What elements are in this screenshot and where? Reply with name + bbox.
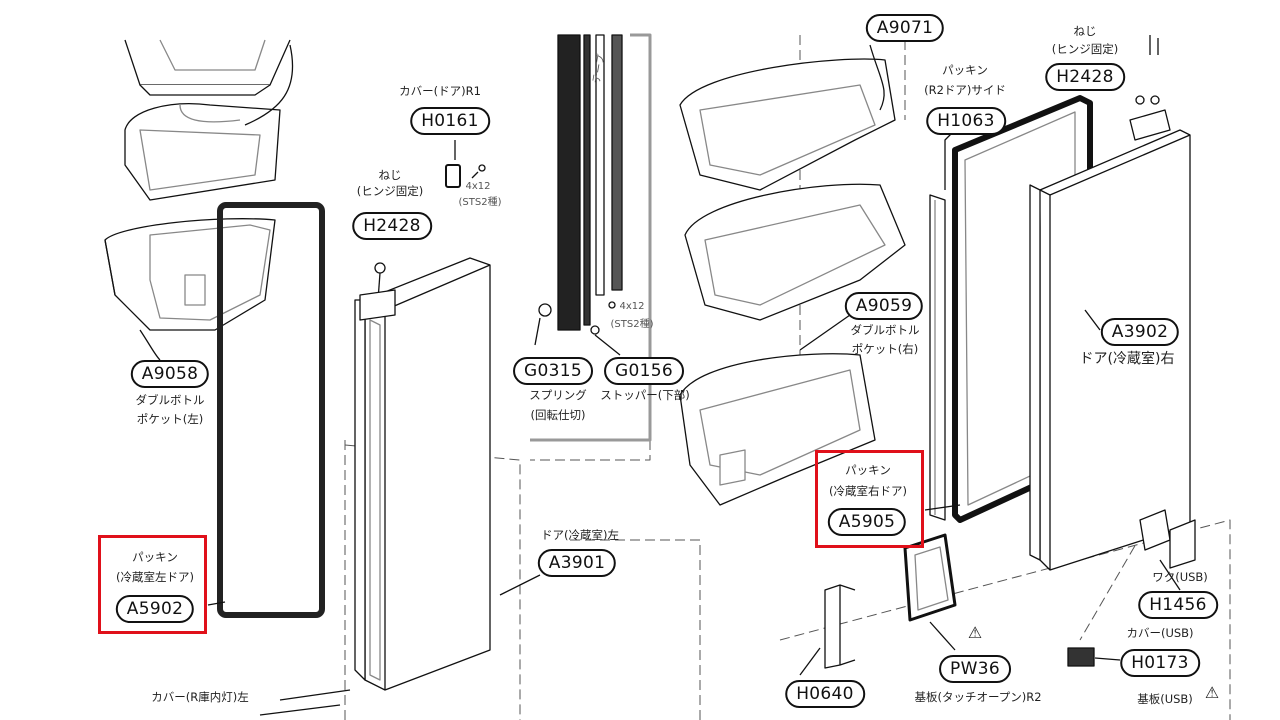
- part-label-a9059-line1: ダブルボトル: [850, 323, 920, 337]
- part-label-h2428-right: (ヒンジ固定): [1051, 42, 1119, 56]
- warning-icon-bottom: ⚠: [1204, 683, 1220, 702]
- part-code-a9059[interactable]: A9059: [844, 292, 924, 320]
- cover-door-r1-part: [445, 164, 486, 188]
- pocket-right-top: [679, 58, 896, 191]
- door-left-body: [354, 257, 491, 691]
- door-bin-top-left: [124, 39, 291, 201]
- partial-label-top-right: ねじ: [1073, 24, 1097, 38]
- highlight-box-a5902: [98, 535, 207, 634]
- part-label-a5905-line1: パッキン: [845, 463, 891, 477]
- highlight-box-a5905: [815, 450, 924, 548]
- part-code-a3901[interactable]: A3901: [537, 549, 617, 577]
- part-code-h0161[interactable]: H0161: [410, 107, 490, 135]
- part-label-a9059-line2: ポケット(右): [851, 342, 919, 356]
- part-label-h1456: ワク(USB): [1152, 570, 1208, 584]
- part-code-h2428-right[interactable]: H2428: [1045, 63, 1125, 91]
- usb-frame-part: [1139, 509, 1196, 569]
- part-label-a5905-line2: (冷蔵室右ドア): [829, 484, 907, 498]
- screw-note-1b: (STS2種): [458, 197, 502, 208]
- part-code-a5905[interactable]: A5905: [827, 508, 907, 536]
- part-label-a5902-line1: パッキン: [132, 550, 178, 564]
- part-label-h1063-line1: パッキン: [942, 63, 988, 77]
- part-label-g0156: ストッパー(下部): [600, 388, 690, 402]
- pocket-right-middle: [684, 183, 906, 321]
- part-label-a9058-line1: ダブルボトル: [135, 393, 205, 407]
- usb-cover-part: [1067, 647, 1095, 667]
- part-label-h2428-line2: (ヒンジ固定): [356, 184, 424, 198]
- part-label-g0315-line2: (回転仕切): [530, 408, 586, 422]
- part-code-h0173[interactable]: H0173: [1120, 649, 1200, 677]
- double-bottle-pocket-left: [104, 218, 276, 331]
- partial-label-bottom-left: カバー(R庫内灯)左: [151, 690, 249, 704]
- part-label-h2428-line1: ねじ: [378, 168, 402, 182]
- pocket-right-bottom: [679, 353, 876, 506]
- center-pillar: [530, 33, 652, 442]
- screw-note-1: 4x12: [465, 181, 491, 192]
- hinge-left: [359, 262, 396, 321]
- touch-open-board: [903, 533, 957, 622]
- part-label-a9058-line2: ポケット(左): [136, 412, 204, 426]
- part-label-h0173: カバー(USB): [1126, 626, 1194, 640]
- partial-label-bottom-right: 基板(USB): [1137, 692, 1193, 706]
- screw-note-2: 4x12: [619, 301, 645, 312]
- part-code-g0315[interactable]: G0315: [513, 357, 593, 385]
- h0640-part: [824, 584, 856, 669]
- part-label-h0161: カバー(ドア)R1: [399, 84, 481, 98]
- warning-icon: ⚠: [967, 623, 983, 642]
- part-label-pw36: 基板(タッチオープン)R2: [914, 690, 1042, 704]
- gasket-r2-side: [929, 194, 946, 521]
- part-code-h2428-left[interactable]: H2428: [352, 212, 432, 240]
- door-right-body: [1029, 129, 1191, 571]
- part-code-a5902[interactable]: A5902: [115, 595, 195, 623]
- part-label-a3901: ドア(冷蔵室)左: [541, 528, 619, 542]
- partial-code-top[interactable]: A9071: [865, 14, 945, 42]
- part-label-h1063-line2: (R2ドア)サイド: [924, 83, 1006, 97]
- part-code-a3902[interactable]: A3902: [1100, 318, 1180, 346]
- gasket-left-frame: [217, 202, 325, 618]
- part-code-g0156[interactable]: G0156: [604, 357, 684, 385]
- part-code-h1456[interactable]: H1456: [1138, 591, 1218, 619]
- part-code-h0640[interactable]: H0640: [785, 680, 865, 708]
- part-code-h1063[interactable]: H1063: [926, 107, 1006, 135]
- part-code-pw36[interactable]: PW36: [939, 655, 1011, 683]
- screw-note-2b: (STS2種): [610, 319, 654, 330]
- part-label-a5902-line2: (冷蔵室左ドア): [116, 570, 194, 584]
- hinge-right: [1129, 95, 1171, 141]
- part-label-g0315-line1: スプリング: [529, 388, 587, 402]
- part-code-a9058[interactable]: A9058: [130, 360, 210, 388]
- part-label-a3902: ドア(冷蔵室)右: [1079, 351, 1175, 367]
